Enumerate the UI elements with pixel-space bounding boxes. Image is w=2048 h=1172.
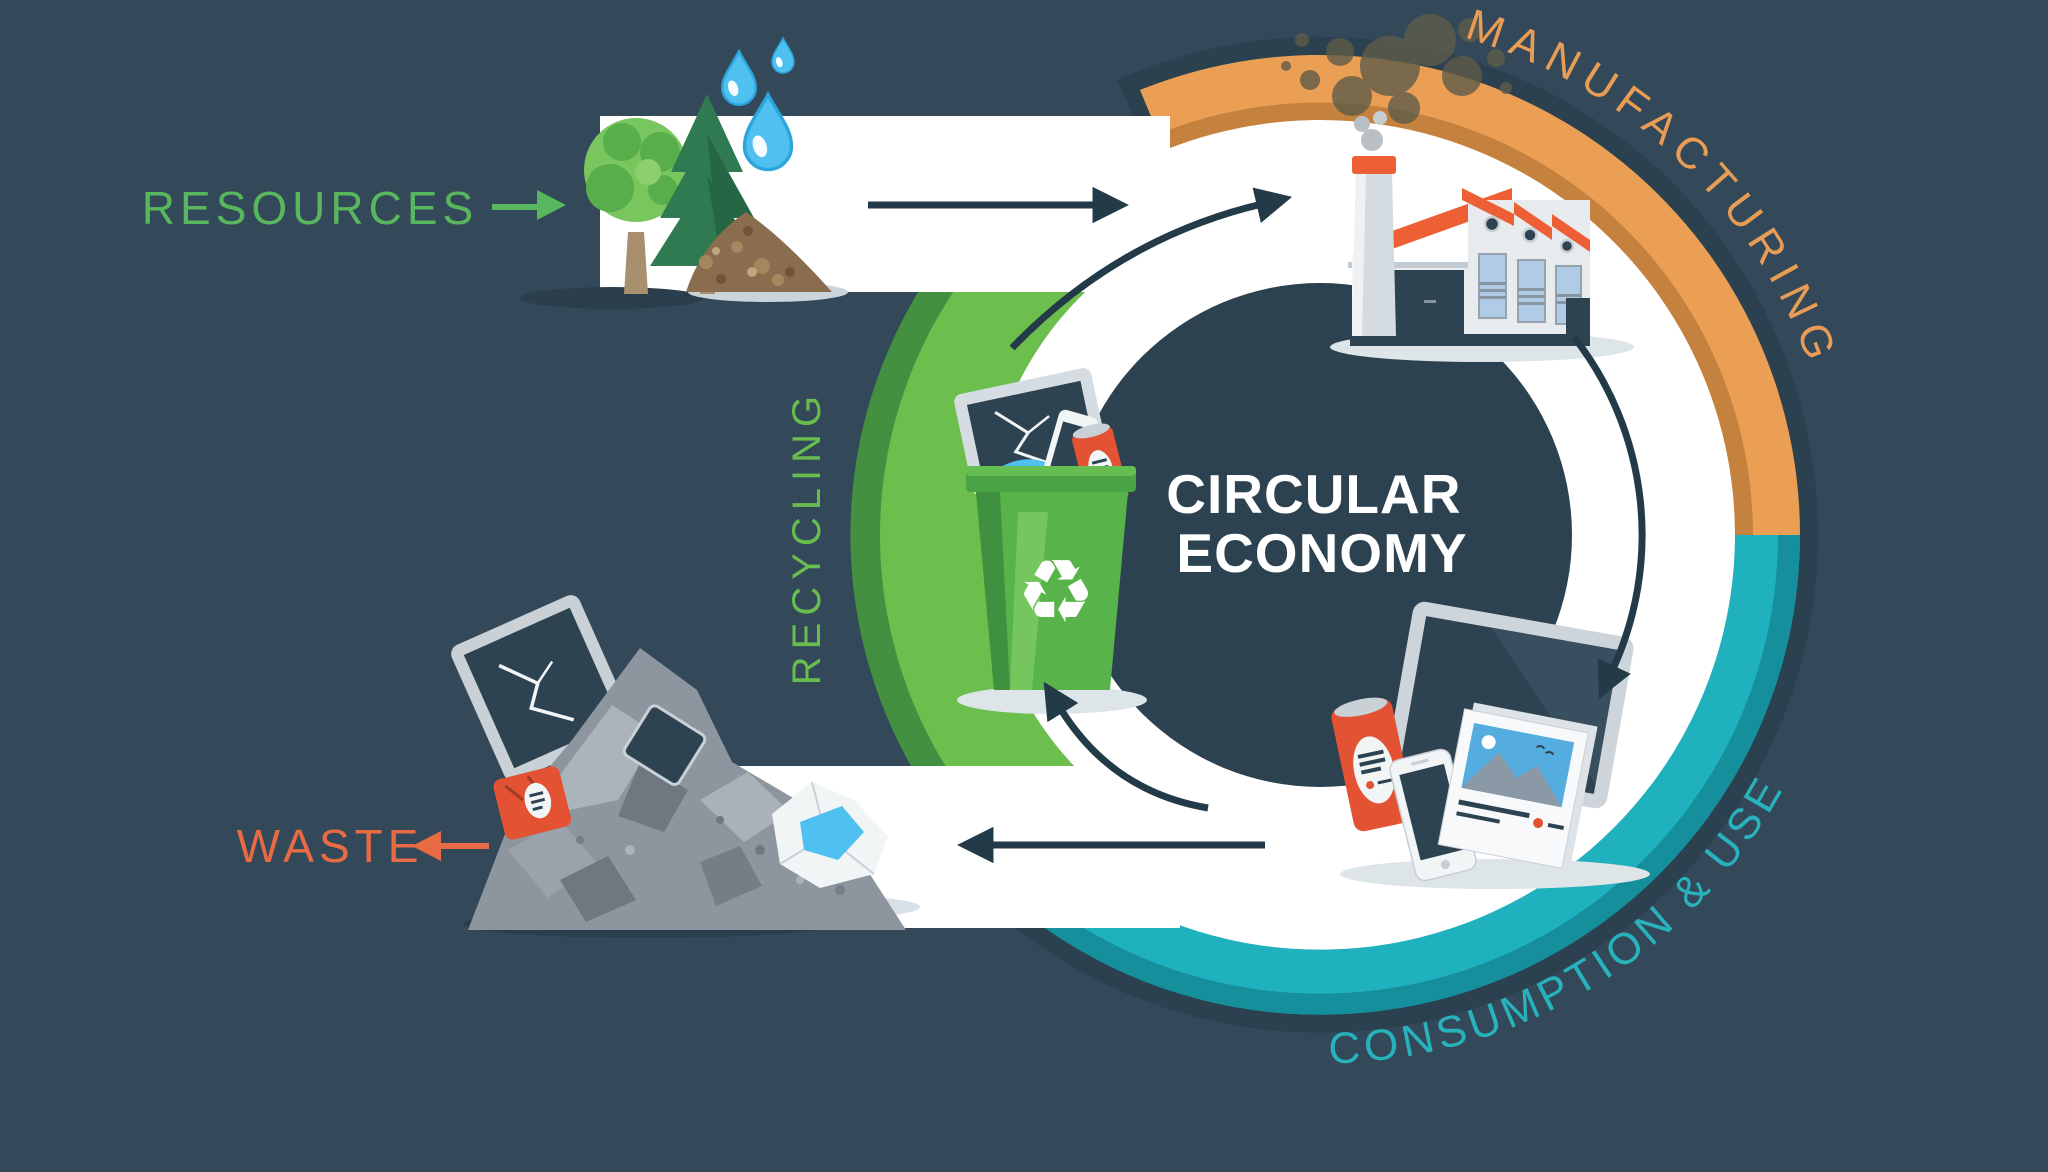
buried-phone [622, 704, 707, 786]
magazine [1437, 702, 1598, 869]
round-tree [584, 118, 688, 294]
arrow-manufacturing-to-consumption [1571, 334, 1646, 700]
center-title: CIRCULAR ECONOMY [1166, 463, 1477, 584]
crushed-can [493, 766, 572, 840]
bin-shadow [957, 686, 1147, 714]
factory-illustration [1281, 14, 1634, 362]
center-title-line1: CIRCULAR [1166, 463, 1461, 525]
waste-label: WASTE [237, 820, 424, 872]
arrow-recycling-to-manufacturing [1009, 187, 1293, 351]
resources-label: RESOURCES [142, 182, 478, 234]
center-title-line2: ECONOMY [1176, 522, 1467, 584]
tree-shadow [520, 287, 704, 309]
manufacturing-arc [1140, 54, 1800, 535]
electronics-shadow [1340, 859, 1650, 889]
chimney-smoke-icon [1354, 111, 1387, 151]
waste-pile-illustration [451, 595, 920, 938]
resources-illustration [520, 37, 848, 309]
factory-chimney [1352, 156, 1396, 336]
recycle-symbol-icon: ♻ [1017, 542, 1096, 641]
dirt-mound [686, 212, 832, 292]
consumption-arc [937, 535, 1800, 1015]
crumpled-paper [772, 781, 888, 888]
factory-building [1348, 188, 1590, 346]
pollution-smoke-icon [1281, 14, 1512, 124]
flow-arrows [868, 186, 1646, 864]
arrow-consumption-to-recycling [1043, 681, 1209, 812]
waste-arrow-icon [412, 831, 489, 861]
resources-arrow-icon [492, 190, 566, 220]
electronics-illustration [1331, 601, 1650, 889]
soda-can [1331, 697, 1415, 832]
recycling-bin-illustration: ♻ [954, 368, 1147, 714]
recycling-label: RECYCLING [785, 389, 829, 685]
recycle-bin: ♻ [966, 466, 1136, 690]
